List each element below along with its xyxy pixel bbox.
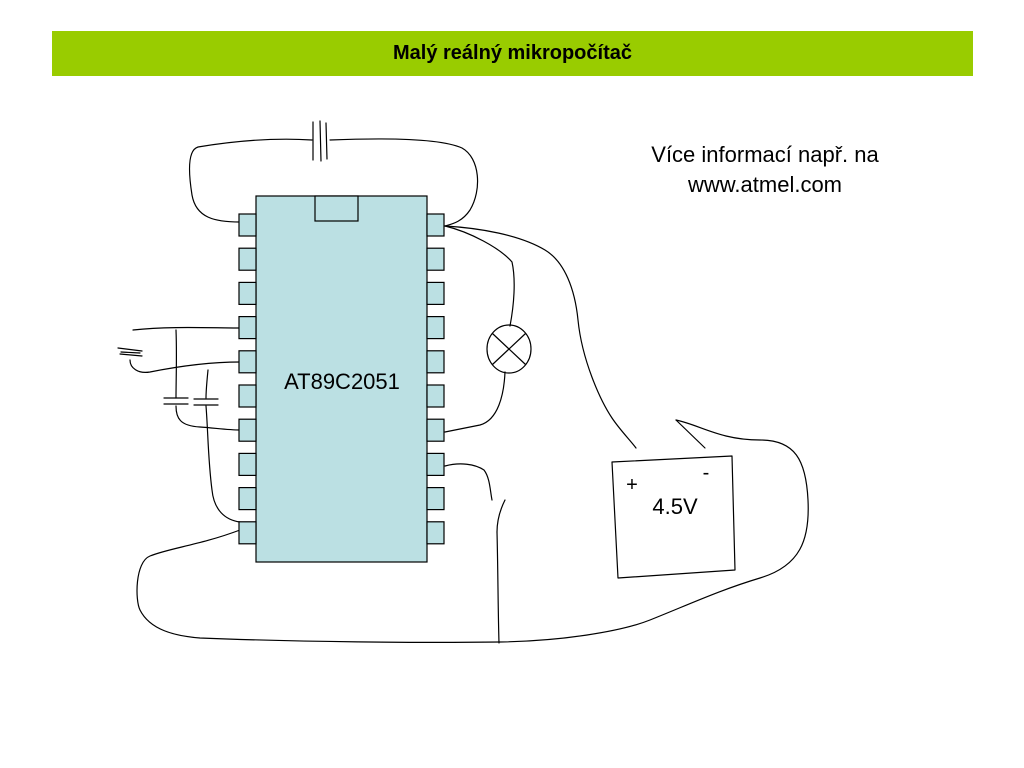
- chip-pin-right: [426, 350, 445, 374]
- lamp: [486, 324, 532, 374]
- chip-pin-right: [426, 247, 445, 271]
- chip-pin-right: [426, 487, 445, 511]
- chip-pins-right: [426, 213, 445, 545]
- chip-pin-right: [426, 316, 445, 340]
- battery-voltage: 4.5V: [652, 494, 698, 519]
- chip-label: AT89C2051: [284, 369, 400, 394]
- cap-plate-2: [119, 353, 143, 357]
- chip-pins-left: [238, 213, 257, 545]
- chip-pin-left: [238, 350, 257, 374]
- chip-pin-left: [238, 521, 257, 545]
- switch-wire: [444, 463, 493, 501]
- ground-loop: [136, 419, 809, 643]
- chip-pin-left: [238, 281, 257, 305]
- chip-pin-left: [238, 384, 257, 408]
- chip-pin-right: [426, 418, 445, 442]
- chip-pin-left: [238, 316, 257, 340]
- lamp-wire-bottom: [444, 371, 506, 433]
- chip-body: [255, 195, 428, 563]
- cap-wire-bottom: [129, 359, 241, 373]
- chip-pin-left: [238, 247, 257, 271]
- battery-plus-wire: [444, 225, 637, 449]
- slide-title: Malý reálný mikropočítač: [393, 42, 632, 64]
- cap-plate-1: [117, 347, 143, 352]
- chip-notch: [314, 195, 359, 222]
- title-bar: Malý reálný mikropočítač: [52, 31, 973, 76]
- chip-pin-left: [238, 418, 257, 442]
- crystal-wire-left: [188, 138, 313, 223]
- battery-box: [611, 455, 736, 579]
- chip-pin-right: [426, 521, 445, 545]
- chip-pin-right: [426, 384, 445, 408]
- crystal-plate-2: [319, 120, 322, 162]
- battery-minus-wire: [675, 419, 706, 449]
- chip-pin-right: [426, 452, 445, 476]
- chip-pin-left: [238, 487, 257, 511]
- switch-contact: [496, 499, 506, 533]
- chip-pin-right: [426, 281, 445, 305]
- info-text: Více informací např. na www.atmel.com: [600, 140, 930, 200]
- chip-pin-left: [238, 452, 257, 476]
- cap-stem-b: [205, 369, 209, 399]
- crystal-wire-right: [329, 138, 479, 227]
- chip-pin-right: [426, 213, 445, 237]
- info-line-2: www.atmel.com: [687, 172, 843, 197]
- battery-plus-label: +: [626, 474, 638, 496]
- battery-minus-label: -: [703, 462, 710, 484]
- chip-pin-left: [238, 213, 257, 237]
- cap-wire-top: [132, 326, 241, 331]
- info-line-1: Více informací např. na: [651, 142, 879, 167]
- lamp-wire-top: [444, 225, 515, 327]
